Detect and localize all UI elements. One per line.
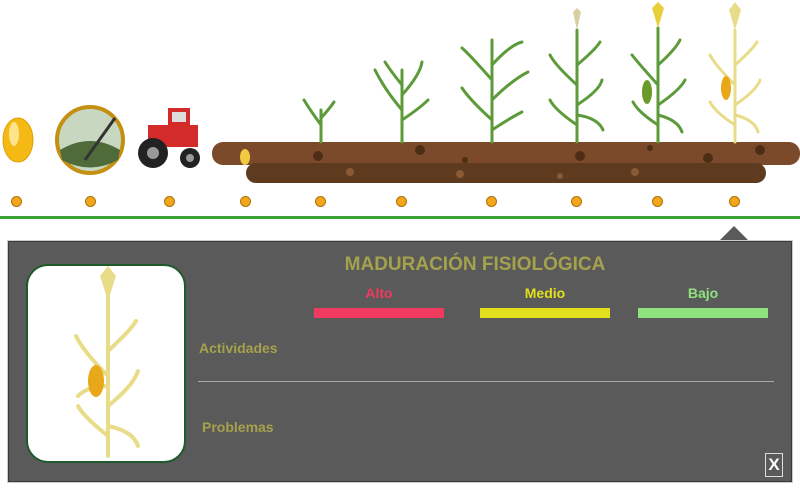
stage-dot-v-small[interactable] — [396, 196, 407, 207]
germinating-seed-icon — [240, 149, 250, 165]
soil-upper — [212, 142, 800, 165]
level-bar-medium — [480, 308, 610, 318]
soil-preparation-icon — [55, 105, 125, 175]
activities-label: Actividades — [199, 340, 278, 356]
level-label-high: Alto — [365, 285, 393, 301]
stage-dot-physiological-maturity[interactable] — [729, 196, 740, 207]
panel-pointer — [718, 226, 750, 242]
stage-dot-tasseling[interactable] — [571, 196, 582, 207]
stage-dot-germination[interactable] — [240, 196, 251, 207]
stage-dot-soil-preparation[interactable] — [85, 196, 96, 207]
timeline-line — [0, 216, 800, 219]
stage-dot-tractor[interactable] — [164, 196, 175, 207]
stage-dot-silking[interactable] — [652, 196, 663, 207]
stage-dot-seed[interactable] — [11, 196, 22, 207]
level-label-low: Bajo — [687, 285, 719, 301]
soil-lower — [246, 163, 766, 183]
level-bar-high — [314, 308, 444, 318]
stage-dot-v-large[interactable] — [486, 196, 497, 207]
tractor-icon — [138, 108, 200, 168]
close-button[interactable]: X — [765, 453, 783, 477]
stage-dot-seedling[interactable] — [315, 196, 326, 207]
stage-thumbnail — [26, 264, 186, 463]
stage-info-panel: MADURACIÓN FISIOLÓGICA Alto Medio Bajo A… — [8, 241, 792, 482]
mature-plant-icon — [74, 266, 140, 458]
problems-label: Problemas — [202, 419, 274, 435]
level-label-medium: Medio — [524, 285, 566, 301]
stage-illustrations — [2, 2, 800, 183]
level-bar-low — [638, 308, 768, 318]
panel-title: MADURACIÓN FISIOLÓGICA — [344, 254, 606, 275]
section-divider — [198, 381, 774, 382]
